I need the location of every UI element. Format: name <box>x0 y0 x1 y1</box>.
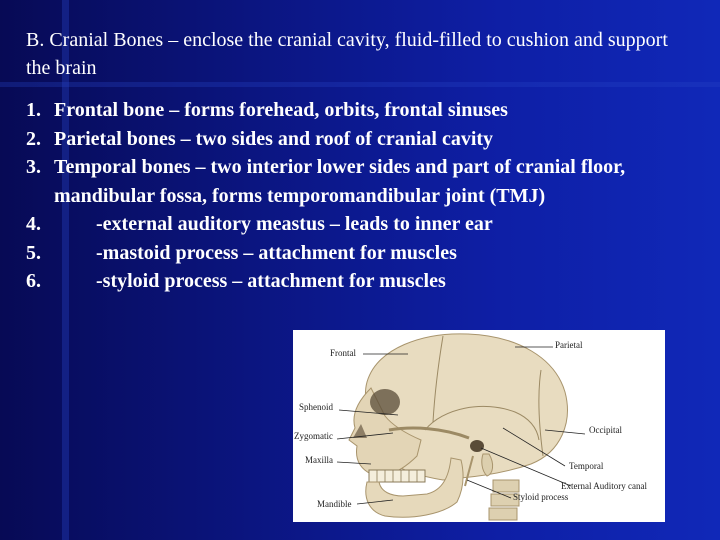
list-item-number: 3. <box>26 156 41 178</box>
orbit <box>370 389 400 415</box>
label-external-auditory-canal: External Auditory canal <box>561 481 647 491</box>
list-item: 5. -mastoid process – attachment for mus… <box>26 239 716 268</box>
list-item-text: Frontal bone – forms forehead, orbits, f… <box>54 99 508 121</box>
list-item-text: -mastoid process – attachment for muscle… <box>96 241 457 264</box>
list-item: 4. -external auditory meastus – leads to… <box>26 210 716 239</box>
leader-line-ext-auditory <box>480 447 572 487</box>
skull-figure: Frontal Parietal Sphenoid Occipital Zygo… <box>293 330 665 522</box>
decorative-horizontal-stripe <box>0 82 720 87</box>
label-styloid-process: Styloid process <box>513 492 569 502</box>
leader-line-maxilla <box>336 461 372 465</box>
lambdoid-suture <box>538 369 544 457</box>
skull-illustration: Frontal Parietal Sphenoid Occipital Zygo… <box>294 333 647 521</box>
label-sphenoid: Sphenoid <box>299 402 334 412</box>
leader-line-mandible <box>356 499 394 505</box>
vertebra <box>488 507 518 521</box>
mastoid-process <box>481 453 494 477</box>
teeth-lines <box>376 470 418 482</box>
leader-lines <box>336 346 586 505</box>
vertebra <box>490 493 520 507</box>
label-parietal: Parietal <box>555 340 583 350</box>
list-item-number: 6. <box>26 270 41 292</box>
squamous-suture <box>424 406 540 441</box>
label-frontal: Frontal <box>330 348 356 358</box>
list-item: 6. -styloid process – attachment for mus… <box>26 267 716 296</box>
coronal-suture <box>432 335 444 423</box>
list-item-number: 4. <box>26 213 41 235</box>
list-item-text: -external auditory meastus – leads to in… <box>96 213 493 235</box>
list-item-text: Parietal bones – two sides and roof of c… <box>54 127 494 150</box>
list-item-number: 1. <box>26 99 41 121</box>
leader-line-zygomatic <box>336 432 394 440</box>
list-item: 2. Parietal bones – two sides and roof o… <box>26 125 716 154</box>
decorative-vertical-stripe <box>62 0 69 540</box>
leader-line-occipital <box>544 429 586 435</box>
list-item: 3. Temporal bones – two interior lower s… <box>26 153 716 210</box>
label-temporal: Temporal <box>569 461 604 471</box>
styloid-process <box>464 455 474 487</box>
list-item-number: 2. <box>26 127 41 150</box>
list-item-text: Temporal bones – two interior lower side… <box>54 156 626 207</box>
zygomatic-arch <box>388 426 470 440</box>
list-item: 1. Frontal bone – forms forehead, orbits… <box>26 96 716 125</box>
auditory-canal <box>470 440 484 452</box>
mandible <box>365 457 464 518</box>
nasal-cavity <box>353 424 367 438</box>
leader-line-temporal <box>502 427 566 467</box>
leader-line-sphenoid <box>338 409 399 416</box>
label-mandible: Mandible <box>317 499 352 509</box>
label-occipital: Occipital <box>589 425 622 435</box>
leader-line-styloid <box>466 479 512 499</box>
list-item-number: 5. <box>26 241 41 264</box>
teeth <box>368 469 426 483</box>
cranial-bones-list: 1. Frontal bone – forms forehead, orbits… <box>26 96 716 296</box>
vertebra <box>492 479 520 493</box>
label-zygomatic: Zygomatic <box>294 431 333 441</box>
label-maxilla: Maxilla <box>305 455 333 465</box>
list-item-text: -styloid process – attachment for muscle… <box>96 270 446 292</box>
slide-title: B. Cranial Bones – enclose the cranial c… <box>26 29 668 79</box>
